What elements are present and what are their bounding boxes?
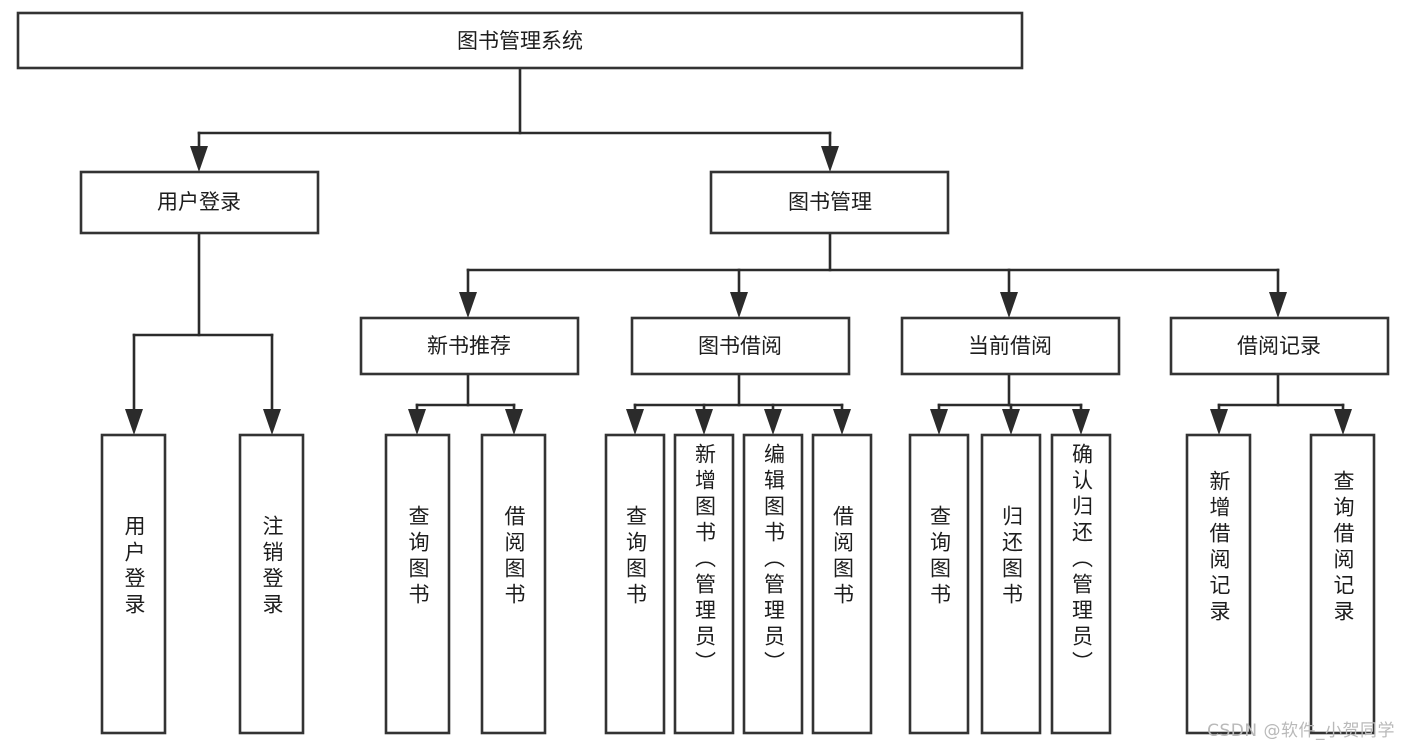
arrow-head-icon — [1072, 409, 1090, 435]
node-book-borrow[interactable]: 图书借阅 — [630, 316, 851, 376]
leaf-box-query-book-borrow[interactable] — [604, 433, 666, 735]
connector-group-book-mgmt — [459, 231, 1287, 318]
node-borrow-record-box[interactable] — [1169, 316, 1390, 376]
arrow-head-icon — [1269, 292, 1287, 318]
node-user-login-box[interactable] — [79, 170, 320, 235]
arrow-head-icon — [730, 292, 748, 318]
arrow-head-icon — [1334, 409, 1352, 435]
leaf-box-return-book[interactable] — [980, 433, 1042, 735]
leaf-box-query-book-current[interactable] — [908, 433, 970, 735]
arrow-head-icon — [764, 409, 782, 435]
arrow-head-icon — [505, 409, 523, 435]
leaf-box-user-login[interactable] — [100, 433, 167, 735]
node-borrow-record-label: 借阅记录 — [1237, 334, 1321, 358]
node-new-book-recommend-box[interactable] — [359, 316, 580, 376]
arrow-head-icon — [125, 409, 143, 435]
arrow-head-icon — [1210, 409, 1228, 435]
connector-group-current-borrow — [930, 372, 1090, 435]
node-root[interactable]: 图书管理系统 — [16, 11, 1024, 70]
leaf-box-query-borrow-record[interactable] — [1309, 433, 1376, 735]
arrow-head-icon — [459, 292, 477, 318]
node-root-label: 图书管理系统 — [457, 29, 583, 53]
arrow-head-icon — [1000, 292, 1018, 318]
leaf-box-logout[interactable] — [238, 433, 305, 735]
node-borrow-record[interactable]: 借阅记录 — [1169, 316, 1390, 376]
arrow-head-icon — [408, 409, 426, 435]
arrow-head-icon — [821, 146, 839, 172]
node-book-management-box[interactable] — [709, 170, 950, 235]
node-current-borrow-label: 当前借阅 — [968, 334, 1052, 358]
leaf-box-borrow-book[interactable] — [811, 433, 873, 735]
arrow-head-icon — [626, 409, 644, 435]
node-book-management[interactable]: 图书管理 — [709, 170, 950, 235]
leaf-box-borrow-book-new[interactable] — [480, 433, 547, 735]
connector-group-user-login — [125, 231, 281, 435]
node-book-management-label: 图书管理 — [788, 190, 872, 214]
arrow-head-icon — [695, 409, 713, 435]
node-user-login[interactable]: 用户登录 — [79, 170, 320, 235]
watermark-text: CSDN @软件_小贺同学 — [1207, 721, 1395, 741]
leaf-box-query-book-new[interactable] — [384, 433, 451, 735]
connector-group-book-borrow — [626, 372, 851, 435]
arrow-head-icon — [263, 409, 281, 435]
arrow-head-icon — [930, 409, 948, 435]
arrow-head-icon — [1002, 409, 1020, 435]
connector-group-new-book — [408, 372, 523, 435]
leaf-box-edit-book-admin[interactable] — [742, 433, 804, 735]
arrow-head-icon — [833, 409, 851, 435]
node-book-borrow-box[interactable] — [630, 316, 851, 376]
node-new-book-recommend-label: 新书推荐 — [427, 334, 511, 358]
connector-group-root — [190, 66, 839, 172]
node-book-borrow-label: 图书借阅 — [698, 334, 782, 358]
node-new-book-recommend[interactable]: 新书推荐 — [359, 316, 580, 376]
node-user-login-label: 用户登录 — [157, 190, 241, 214]
leaf-box-add-book-admin[interactable] — [673, 433, 735, 735]
node-current-borrow-box[interactable] — [900, 316, 1121, 376]
arrow-head-icon — [190, 146, 208, 172]
leaf-box-confirm-return-admin[interactable] — [1050, 433, 1112, 735]
leaf-box-add-borrow-record[interactable] — [1185, 433, 1252, 735]
node-current-borrow[interactable]: 当前借阅 — [900, 316, 1121, 376]
connector-group-borrow-record — [1210, 372, 1352, 435]
node-root-box[interactable] — [16, 11, 1024, 70]
